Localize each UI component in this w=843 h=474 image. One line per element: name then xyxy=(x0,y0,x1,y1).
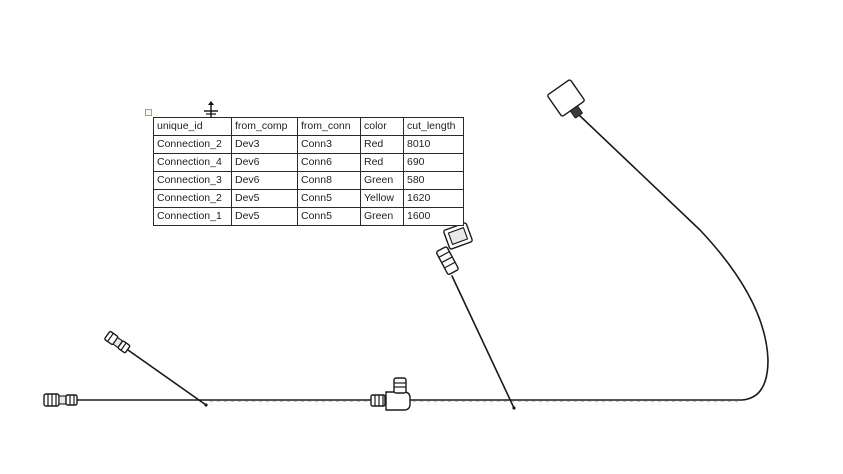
table-row: Connection_2 Dev5 Conn5 Yellow 1620 xyxy=(153,189,464,208)
cell-from-conn: Conn3 xyxy=(297,135,361,154)
cell-from-conn: Conn8 xyxy=(297,171,361,190)
column-header-unique-id: unique_id xyxy=(153,117,232,136)
column-header-from-comp: from_comp xyxy=(231,117,298,136)
cell-unique-id: Connection_2 xyxy=(153,189,232,208)
cell-from-comp: Dev6 xyxy=(231,153,298,172)
cell-cut-length: 1600 xyxy=(403,207,464,226)
cell-from-comp: Dev5 xyxy=(231,189,298,208)
cell-cut-length: 8010 xyxy=(403,135,464,154)
cell-color: Yellow xyxy=(360,189,404,208)
cell-from-conn: Conn5 xyxy=(297,207,361,226)
connection-table[interactable]: unique_id from_comp from_conn color cut_… xyxy=(153,117,464,226)
cell-color: Red xyxy=(360,135,404,154)
table-row: Connection_1 Dev5 Conn5 Green 1600 xyxy=(153,207,464,226)
table-row: Connection_2 Dev3 Conn3 Red 8010 xyxy=(153,135,464,154)
left-branch-wire[interactable] xyxy=(127,349,207,406)
splice-left xyxy=(204,403,208,407)
connector-left-branch[interactable] xyxy=(104,330,131,354)
connection-table-grid: unique_id from_comp from_conn color cut_… xyxy=(153,117,464,226)
cell-unique-id: Connection_3 xyxy=(153,171,232,190)
splice-middle xyxy=(512,406,516,410)
cell-from-comp: Dev3 xyxy=(231,135,298,154)
connector-middle-branch[interactable] xyxy=(436,222,473,275)
cell-from-comp: Dev5 xyxy=(231,207,298,226)
cell-color: Red xyxy=(360,153,404,172)
connector-left-end[interactable] xyxy=(43,393,78,407)
cell-cut-length: 690 xyxy=(403,153,464,172)
table-row: Connection_3 Dev6 Conn8 Green 580 xyxy=(153,171,464,190)
cell-unique-id: Connection_4 xyxy=(153,153,232,172)
column-header-cut-length: cut_length xyxy=(403,117,464,136)
cell-cut-length: 580 xyxy=(403,171,464,190)
cell-unique-id: Connection_1 xyxy=(153,207,232,226)
cell-from-conn: Conn6 xyxy=(297,153,361,172)
column-header-from-conn: from_conn xyxy=(297,117,361,136)
main-trunk-wire[interactable] xyxy=(77,113,769,401)
cell-cut-length: 1620 xyxy=(403,189,464,208)
connector-top-right[interactable] xyxy=(547,79,590,124)
table-header-row: unique_id from_comp from_conn color cut_… xyxy=(153,117,464,136)
cell-from-comp: Dev6 xyxy=(231,171,298,190)
connector-inline-elbow[interactable] xyxy=(370,377,411,411)
cell-color: Green xyxy=(360,171,404,190)
cell-color: Green xyxy=(360,207,404,226)
column-header-color: color xyxy=(360,117,404,136)
table-row: Connection_4 Dev6 Conn6 Red 690 xyxy=(153,153,464,172)
anchor-handle-icon[interactable] xyxy=(145,109,152,116)
cell-from-conn: Conn5 xyxy=(297,189,361,208)
cell-unique-id: Connection_2 xyxy=(153,135,232,154)
middle-branch-wire[interactable] xyxy=(451,275,515,409)
